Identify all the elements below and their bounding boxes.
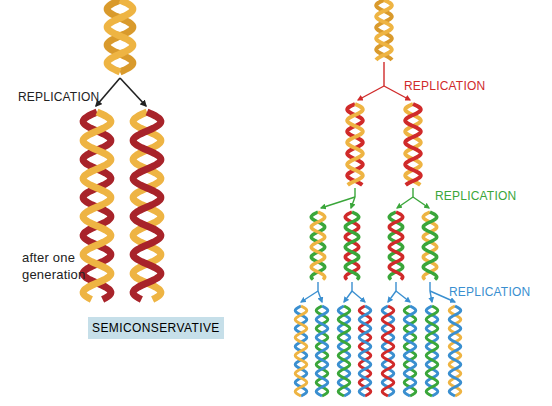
dna-strand [449,306,460,396]
dna-strand [338,306,349,396]
step-label: REPLICATION [404,78,485,94]
dna-strand [345,212,358,280]
dna-strand [423,212,436,280]
fork-stem [412,188,413,197]
dna-helix [389,212,402,280]
dna-strand [345,212,358,280]
model-name: SEMICONSERVATIVE [92,321,220,335]
dna-strand [389,212,402,280]
dna-helix [423,212,436,280]
dna-strand [382,306,393,396]
fork-stem [395,282,396,291]
dna-strand [404,306,415,396]
dna-strand [133,112,161,300]
dna-helix [359,306,370,396]
dna-strand [311,212,324,280]
dna-strand [405,104,421,185]
dna-strand [133,112,161,300]
dna-helix [382,306,393,396]
dna-strand [316,306,327,396]
fork-arrow [396,291,410,302]
dna-strand [376,0,392,60]
dna-strand [347,104,363,185]
dna-helix [376,0,392,60]
dna-strand [107,0,133,72]
dna-helices [83,0,461,396]
dna-strand [295,306,306,396]
fork-arrow [430,291,432,302]
dna-helix [311,212,324,280]
dna-strand [107,0,133,72]
fork-arrow [321,197,355,208]
fork-arrow [413,197,429,208]
fork-arrow [351,197,355,208]
dna-helix [133,112,161,300]
dna-strand [426,306,437,396]
fork-arrow [301,291,318,302]
replication-arrow [120,78,146,106]
dna-helix [449,306,460,396]
dna-strand [83,112,111,300]
step-label: REPLICATION [18,89,99,105]
fork-stem [351,282,352,291]
replication-arrows [96,62,455,302]
fork-arrow [344,291,352,302]
fork-stem [317,282,318,291]
dna-strand [359,306,370,396]
step-label: REPLICATION [435,188,516,204]
fork-stem [383,62,384,86]
dna-strand [347,104,363,185]
replication-arrow [96,78,120,106]
fork-arrow [388,291,396,302]
dna-strand [359,306,370,396]
dna-strand [423,212,436,280]
model-label-box: SEMICONSERVATIVE [88,317,224,339]
dna-helix [83,112,111,300]
dna-helix [404,306,415,396]
dna-strand [449,306,460,396]
dna-strand [295,306,306,396]
dna-strand [83,112,111,300]
fork-arrow [358,86,384,100]
dna-strand [311,212,324,280]
dna-strand [376,0,392,60]
dna-strand [405,104,421,185]
dna-helix [338,306,349,396]
dna-helix [316,306,327,396]
step-label: REPLICATION [449,284,530,300]
fork-arrow [318,291,322,302]
fork-arrow [397,197,413,208]
dna-strand [389,212,402,280]
dna-strand [316,306,327,396]
dna-strand [382,306,393,396]
dna-strand [426,306,437,396]
dna-helix [347,104,363,185]
dna-helix [345,212,358,280]
dna-helix [107,0,133,72]
dna-strand [404,306,415,396]
dna-strand [338,306,349,396]
fork-arrow [352,291,365,302]
dna-helix [426,306,437,396]
generation-note: after one generation [22,249,94,283]
fork-stem [429,282,430,291]
fork-stem [354,188,355,197]
dna-helix [405,104,421,185]
dna-helix [295,306,306,396]
